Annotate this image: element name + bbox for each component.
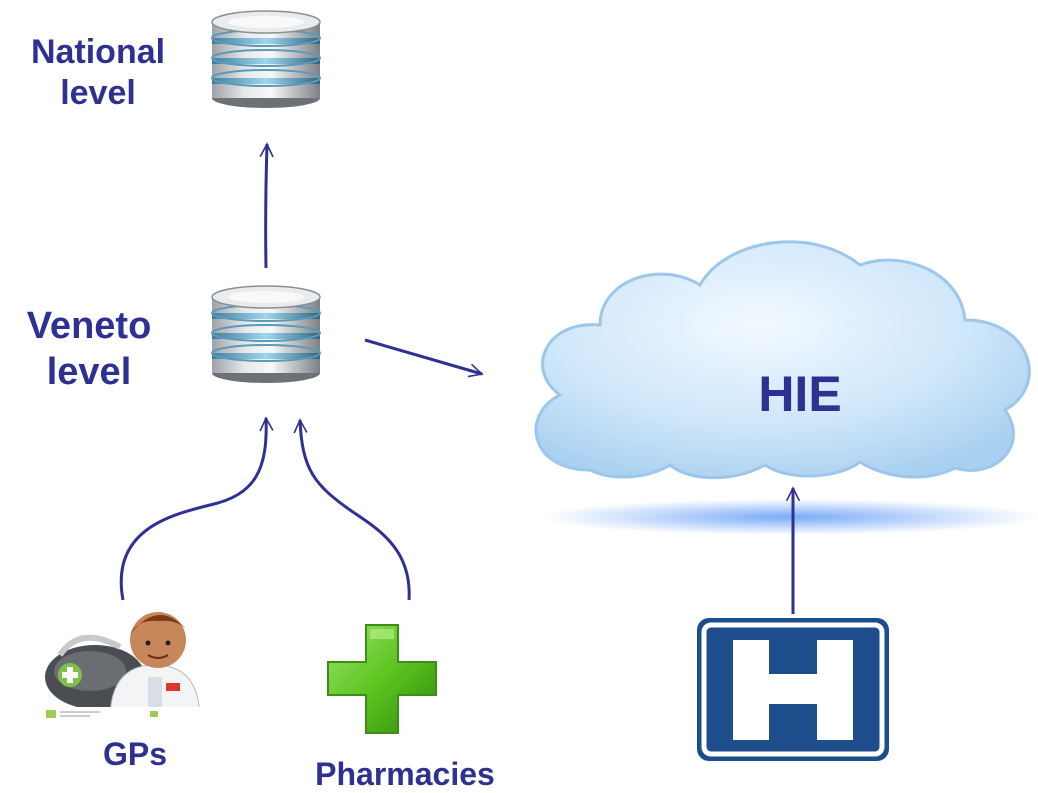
gps-label: GPs bbox=[102, 736, 168, 772]
arrow-veneto-to-national bbox=[266, 144, 267, 269]
gp-doctor-icon bbox=[40, 605, 205, 723]
pharmacy-cross-icon bbox=[327, 624, 437, 734]
pharmacies-label: Pharmacies bbox=[315, 756, 495, 792]
national-database-icon bbox=[211, 10, 321, 109]
veneto-level-label-line1: Veneto bbox=[26, 305, 152, 347]
arrow-veneto-to-hie bbox=[364, 338, 482, 374]
hospital-sign-icon bbox=[697, 618, 889, 761]
hie-label: HIE bbox=[758, 366, 842, 422]
cloud-glow bbox=[540, 499, 1038, 535]
veneto-database-icon bbox=[211, 285, 321, 384]
veneto-level-label: Veneto level bbox=[4, 304, 174, 395]
national-level-label-line2: level bbox=[60, 73, 136, 112]
arrow-gps-to-veneto bbox=[119, 418, 266, 601]
hie-cloud-icon bbox=[534, 240, 1031, 480]
national-level-label-line1: National bbox=[30, 33, 166, 71]
national-level-label: National level bbox=[10, 32, 186, 114]
veneto-level-label-line2: level bbox=[46, 350, 132, 393]
arrow-pharmacies-to-veneto bbox=[300, 420, 411, 601]
